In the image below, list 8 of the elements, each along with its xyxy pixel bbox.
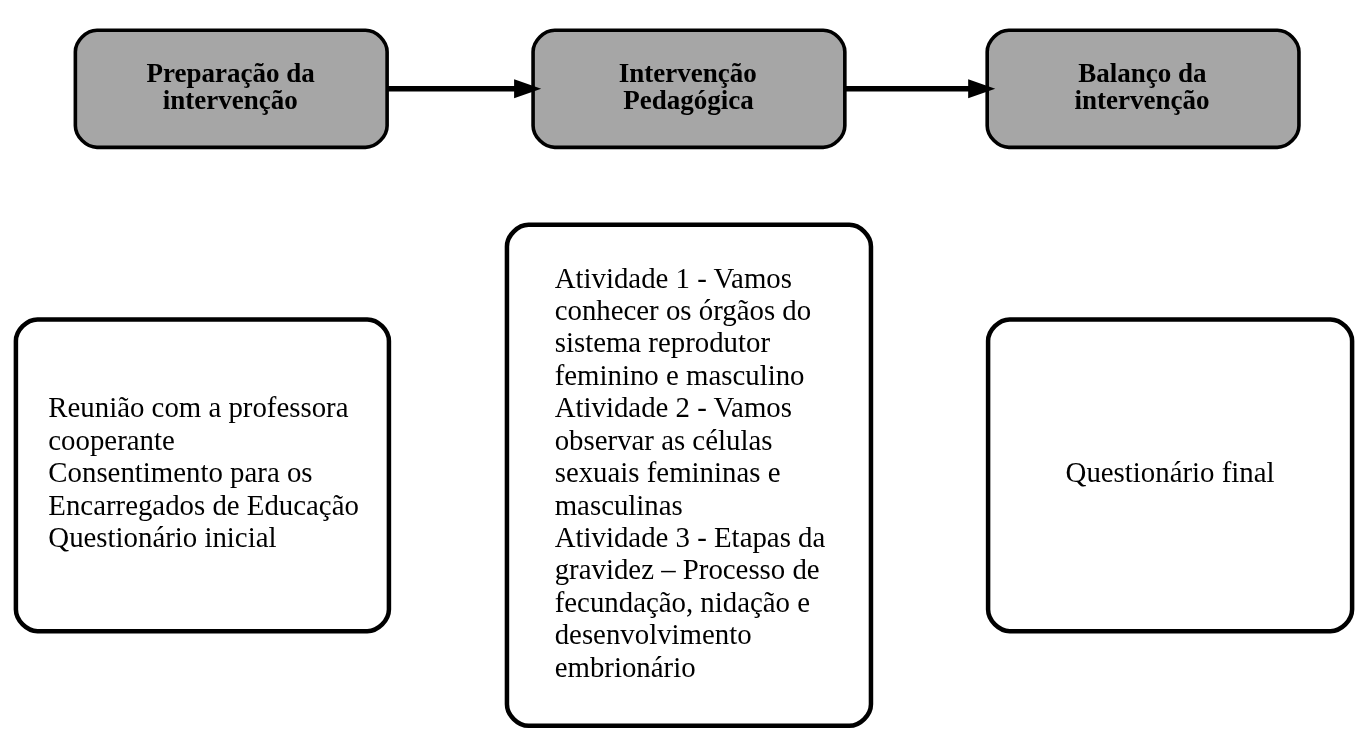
node-box: Intervenção Pedagógica bbox=[531, 28, 847, 150]
arrow bbox=[387, 79, 542, 99]
node-box: Atividade 1 - Vamos conhecer os órgãos do sistema reprodutor feminino e masculino Atividade 2 - Vamos observar as células sexuais femininas e masculinas Atividade 3 - Etapas da gravidez – Processo de fecundação, nidação e desenvolvimento embrionário bbox=[504, 222, 874, 729]
node-box: Questionário final bbox=[985, 317, 1355, 634]
arrow bbox=[845, 79, 996, 99]
node-box: Preparação da intervenção bbox=[73, 28, 389, 150]
node-box: Reunião com a professora cooperante Consentimento para os Encarregados de Educação Questionário inicial bbox=[13, 317, 392, 634]
node-box: Balanço da intervenção bbox=[985, 28, 1301, 150]
